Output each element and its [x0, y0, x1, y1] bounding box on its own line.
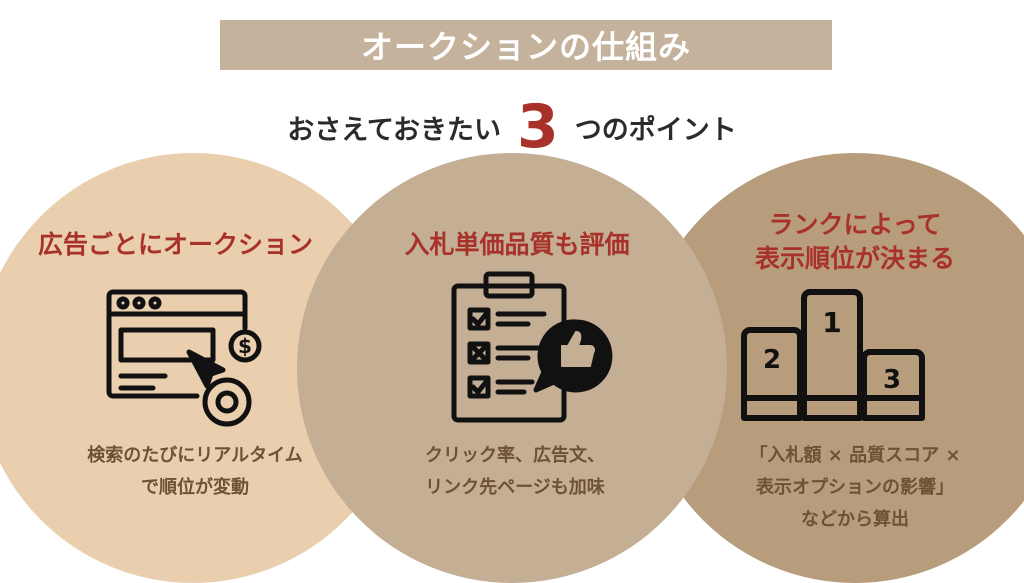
- desc-line: 「入札額 × 品質スコア ×: [749, 445, 961, 466]
- podium-label-1: 1: [822, 306, 841, 339]
- point-3-description: 「入札額 × 品質スコア × 表示オプションの影響」 などから算出: [690, 440, 1020, 536]
- browser-click-gear-dollar-icon: $: [106, 289, 262, 427]
- point-3: ランクによって 表示順位が決まる: [690, 208, 1020, 276]
- podium-label-3: 3: [883, 365, 901, 395]
- subtitle-before: おさえておきたい: [287, 114, 502, 146]
- point-1-heading: 広告ごとにオークション: [38, 230, 314, 259]
- desc-line: 表示オプションの影響」: [756, 477, 954, 498]
- point-2: 入札単価品質も評価: [362, 228, 672, 262]
- clipboard-checklist-thumbs-up-icon: [451, 271, 613, 423]
- desc-line: で順位が変動: [141, 477, 249, 498]
- desc-line: クリック率、広告文、: [425, 445, 605, 466]
- desc-line: などから算出: [801, 509, 909, 530]
- subtitle-after: つのポイント: [574, 114, 737, 146]
- point-2-description: クリック率、広告文、 リンク先ページも加味: [350, 440, 680, 504]
- point-circle-2: [297, 153, 727, 583]
- title-banner: オークションの仕組み: [220, 20, 832, 70]
- point-1-description: 検索のたびにリアルタイム で順位が変動: [20, 440, 370, 504]
- subtitle-number: 3: [517, 92, 559, 162]
- point-1: 広告ごとにオークション: [30, 228, 370, 262]
- podium-label-2: 2: [763, 345, 781, 375]
- desc-line: 検索のたびにリアルタイム: [87, 445, 303, 466]
- page-title: オークションの仕組み: [360, 28, 691, 66]
- subtitle: おさえておきたい 3 つのポイント: [0, 92, 1024, 162]
- desc-line: リンク先ページも加味: [425, 477, 605, 498]
- point-3-heading-line: ランクによって: [768, 210, 942, 239]
- point-2-heading: 入札単価品質も評価: [404, 230, 630, 259]
- point-3-heading-line: 表示順位が決まる: [754, 244, 955, 273]
- podium-icon: 1 2 3: [741, 289, 925, 421]
- svg-text:$: $: [238, 334, 252, 358]
